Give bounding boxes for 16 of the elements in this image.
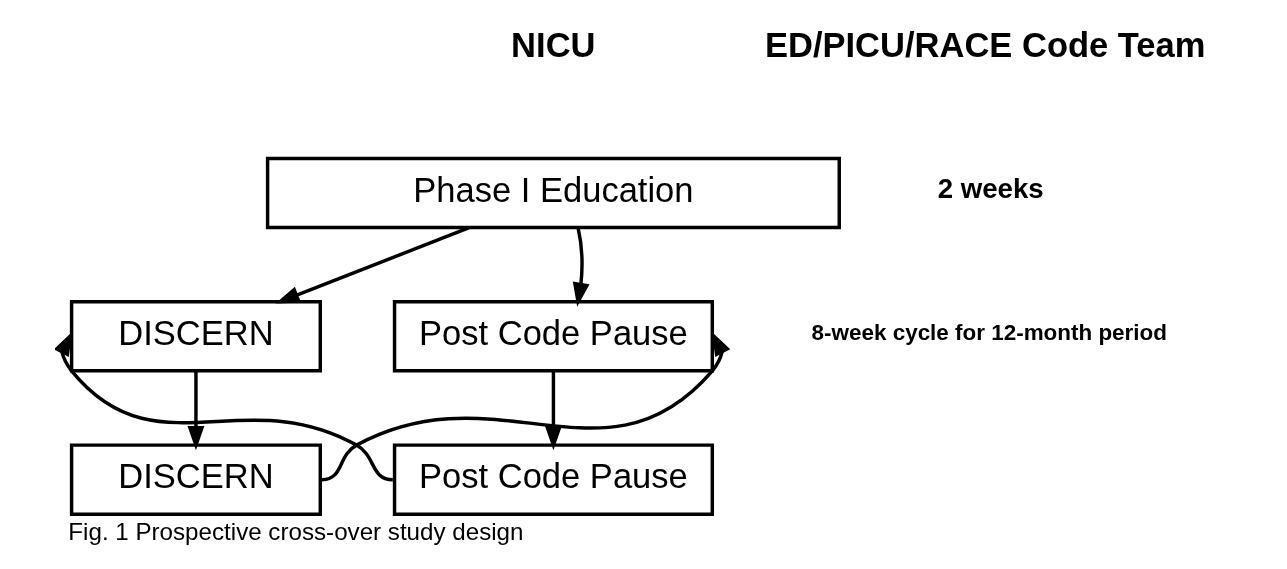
- label: ED/PICU/RACE Code Team: [764, 25, 1205, 64]
- arrow: [572, 227, 589, 307]
- label: 8-week cycle for 12-month period: [811, 320, 1167, 346]
- arrow: [321, 331, 730, 482]
- node-label: 2 weeks: [937, 172, 1044, 204]
- arrow: [54, 331, 393, 482]
- node-box: Phase I Education: [265, 156, 841, 230]
- node-box: DISCERN: [69, 443, 322, 516]
- node-box: Post Code Pause: [392, 443, 714, 516]
- caption: Fig. 1 Prospective cross-over study design: [67, 518, 523, 546]
- node-box: Post Code Pause: [392, 300, 714, 373]
- arrow: [274, 226, 470, 304]
- label: NICU: [510, 25, 595, 64]
- arrow: [186, 371, 204, 451]
- arrow: [544, 371, 562, 451]
- node-box: DISCERN: [69, 300, 322, 373]
